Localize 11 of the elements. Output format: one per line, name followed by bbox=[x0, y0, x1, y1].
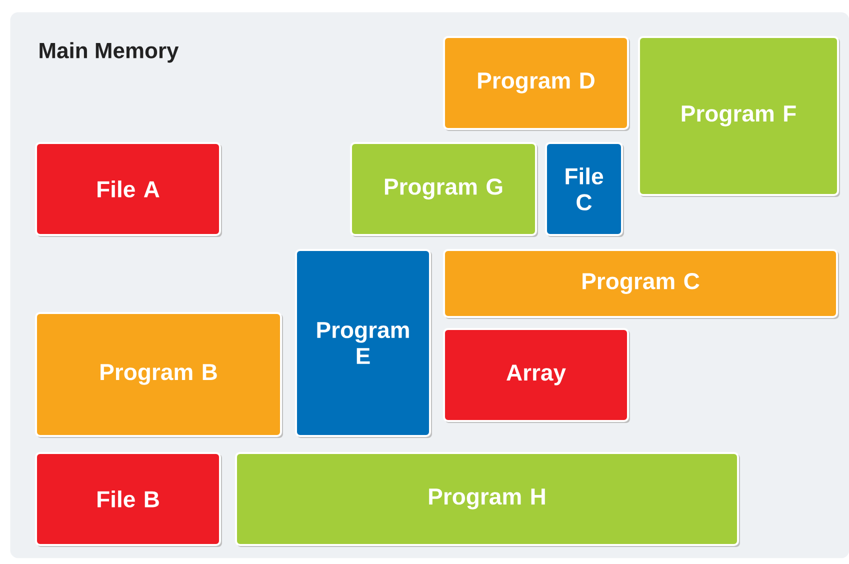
memory-block: Program D bbox=[443, 36, 630, 131]
memory-block: Program C bbox=[443, 248, 839, 319]
memory-block: File B bbox=[35, 452, 222, 547]
memory-block: Program B bbox=[35, 312, 283, 438]
memory-block: Program G bbox=[350, 142, 538, 237]
memory-block: Program E bbox=[295, 248, 432, 438]
memory-block: Array bbox=[443, 328, 630, 423]
memory-block: Program F bbox=[638, 36, 840, 197]
memory-block: File C bbox=[545, 142, 624, 237]
memory-block: File A bbox=[35, 142, 222, 237]
memory-block: Program H bbox=[235, 452, 740, 547]
